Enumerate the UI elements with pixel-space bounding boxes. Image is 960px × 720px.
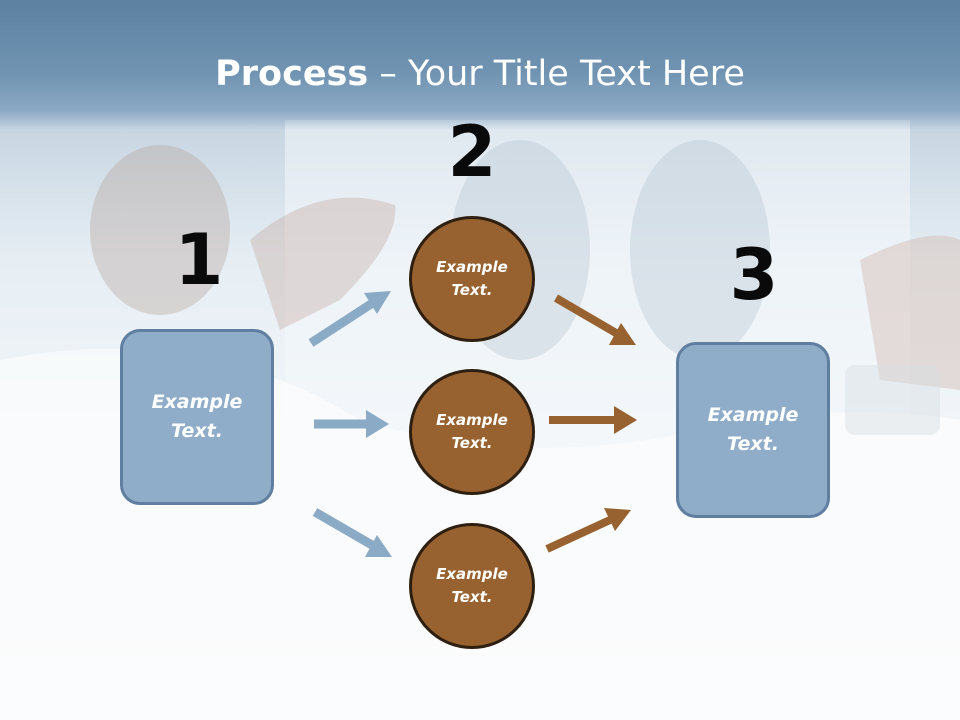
brown-arrow-up	[545, 508, 631, 553]
step-2-circle-bottom: Example Text.	[409, 523, 535, 649]
step-3-text: Example Text.	[707, 404, 799, 455]
title-rest: – Your Title Text Here	[368, 54, 745, 94]
step-3-box: Example Text.	[676, 342, 830, 518]
slide-title: Process – Your Title Text Here	[0, 52, 960, 96]
step-2-circle-top: Example Text.	[409, 216, 535, 342]
blue-arrow-straight	[314, 410, 389, 438]
step-number-2: 2	[447, 111, 497, 193]
step-1-text: Example Text.	[151, 391, 243, 442]
step-number-1: 1	[174, 219, 224, 301]
title-bold: Process	[215, 54, 369, 94]
brown-arrow-straight	[549, 406, 637, 434]
brown-arrow-down	[553, 294, 636, 345]
circle-middle-text: Example Text.	[436, 411, 508, 452]
circle-top-text: Example Text.	[436, 258, 508, 299]
circle-bottom-text: Example Text.	[436, 565, 508, 606]
blue-arrow-down	[312, 508, 392, 557]
step-2-circle-middle: Example Text.	[409, 369, 535, 495]
title-bar	[0, 0, 960, 130]
step-1-box: Example Text.	[120, 329, 274, 505]
step-number-3: 3	[729, 234, 779, 316]
blue-arrow-up	[308, 291, 391, 347]
